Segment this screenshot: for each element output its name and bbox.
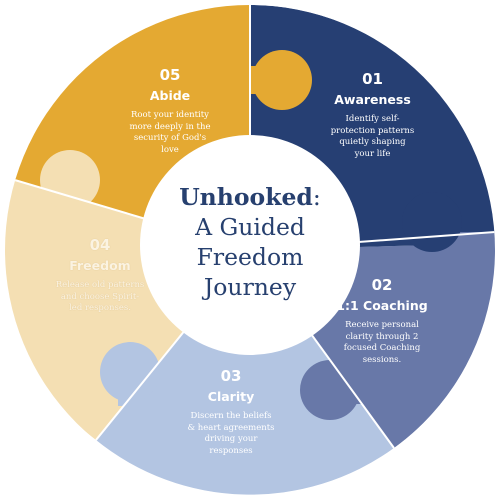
knob-awareness-down-neck [418,200,446,220]
center-title-bold: Unhooked [179,183,313,211]
step-description: Discern the beliefs & heart agreements d… [187,411,275,456]
step-name: Awareness [334,92,411,107]
center-circle [140,135,360,355]
step-number: 04 [89,236,111,254]
knob-coaching-left [300,360,360,420]
knob-abide-right [252,50,312,110]
piece-clarity [96,250,394,495]
step-number: 02 [371,276,393,294]
step-description: Identify self- protection patterns quiet… [330,114,415,159]
knob-freedom-up [40,150,100,210]
step-abide: 05 Abide Root your identity more deeply … [115,66,225,156]
step-clarity: 03 Clarity Discern the beliefs & heart a… [176,367,286,457]
center-title-line4: Journey [203,273,297,301]
step-number: 05 [159,66,181,84]
step-description: Root your identity more deeply in the se… [129,110,211,155]
knob-clarity-up-neck [118,380,144,406]
step-name: Freedom [69,258,131,273]
step-coaching: 02 1:1 Coaching Receive personal clarity… [322,276,442,366]
step-freedom: 04 Freedom Release old patterns and choo… [45,236,155,315]
step-name: 1:1 Coaching [336,298,428,313]
step-number: 01 [362,70,383,88]
step-name: Abide [149,88,191,103]
knob-clarity-up [100,342,160,402]
step-description: Receive personal clarity through 2 focus… [343,320,421,365]
step-awareness: 01 Awareness Identify self- protection p… [315,70,430,160]
step-number: 03 [220,367,242,385]
center-title-line3: Freedom [196,243,304,271]
step-description: Release old patterns and choose Spirit- … [55,280,145,313]
center-title-line2: A Guided [195,213,305,241]
knob-freedom-up-neck [58,188,82,210]
center-title-colon: : [312,183,321,211]
center-title: Unhooked: A Guided Freedom Journey [150,182,350,302]
step-name: Clarity [207,389,255,404]
knob-abide-right-neck [248,66,270,94]
